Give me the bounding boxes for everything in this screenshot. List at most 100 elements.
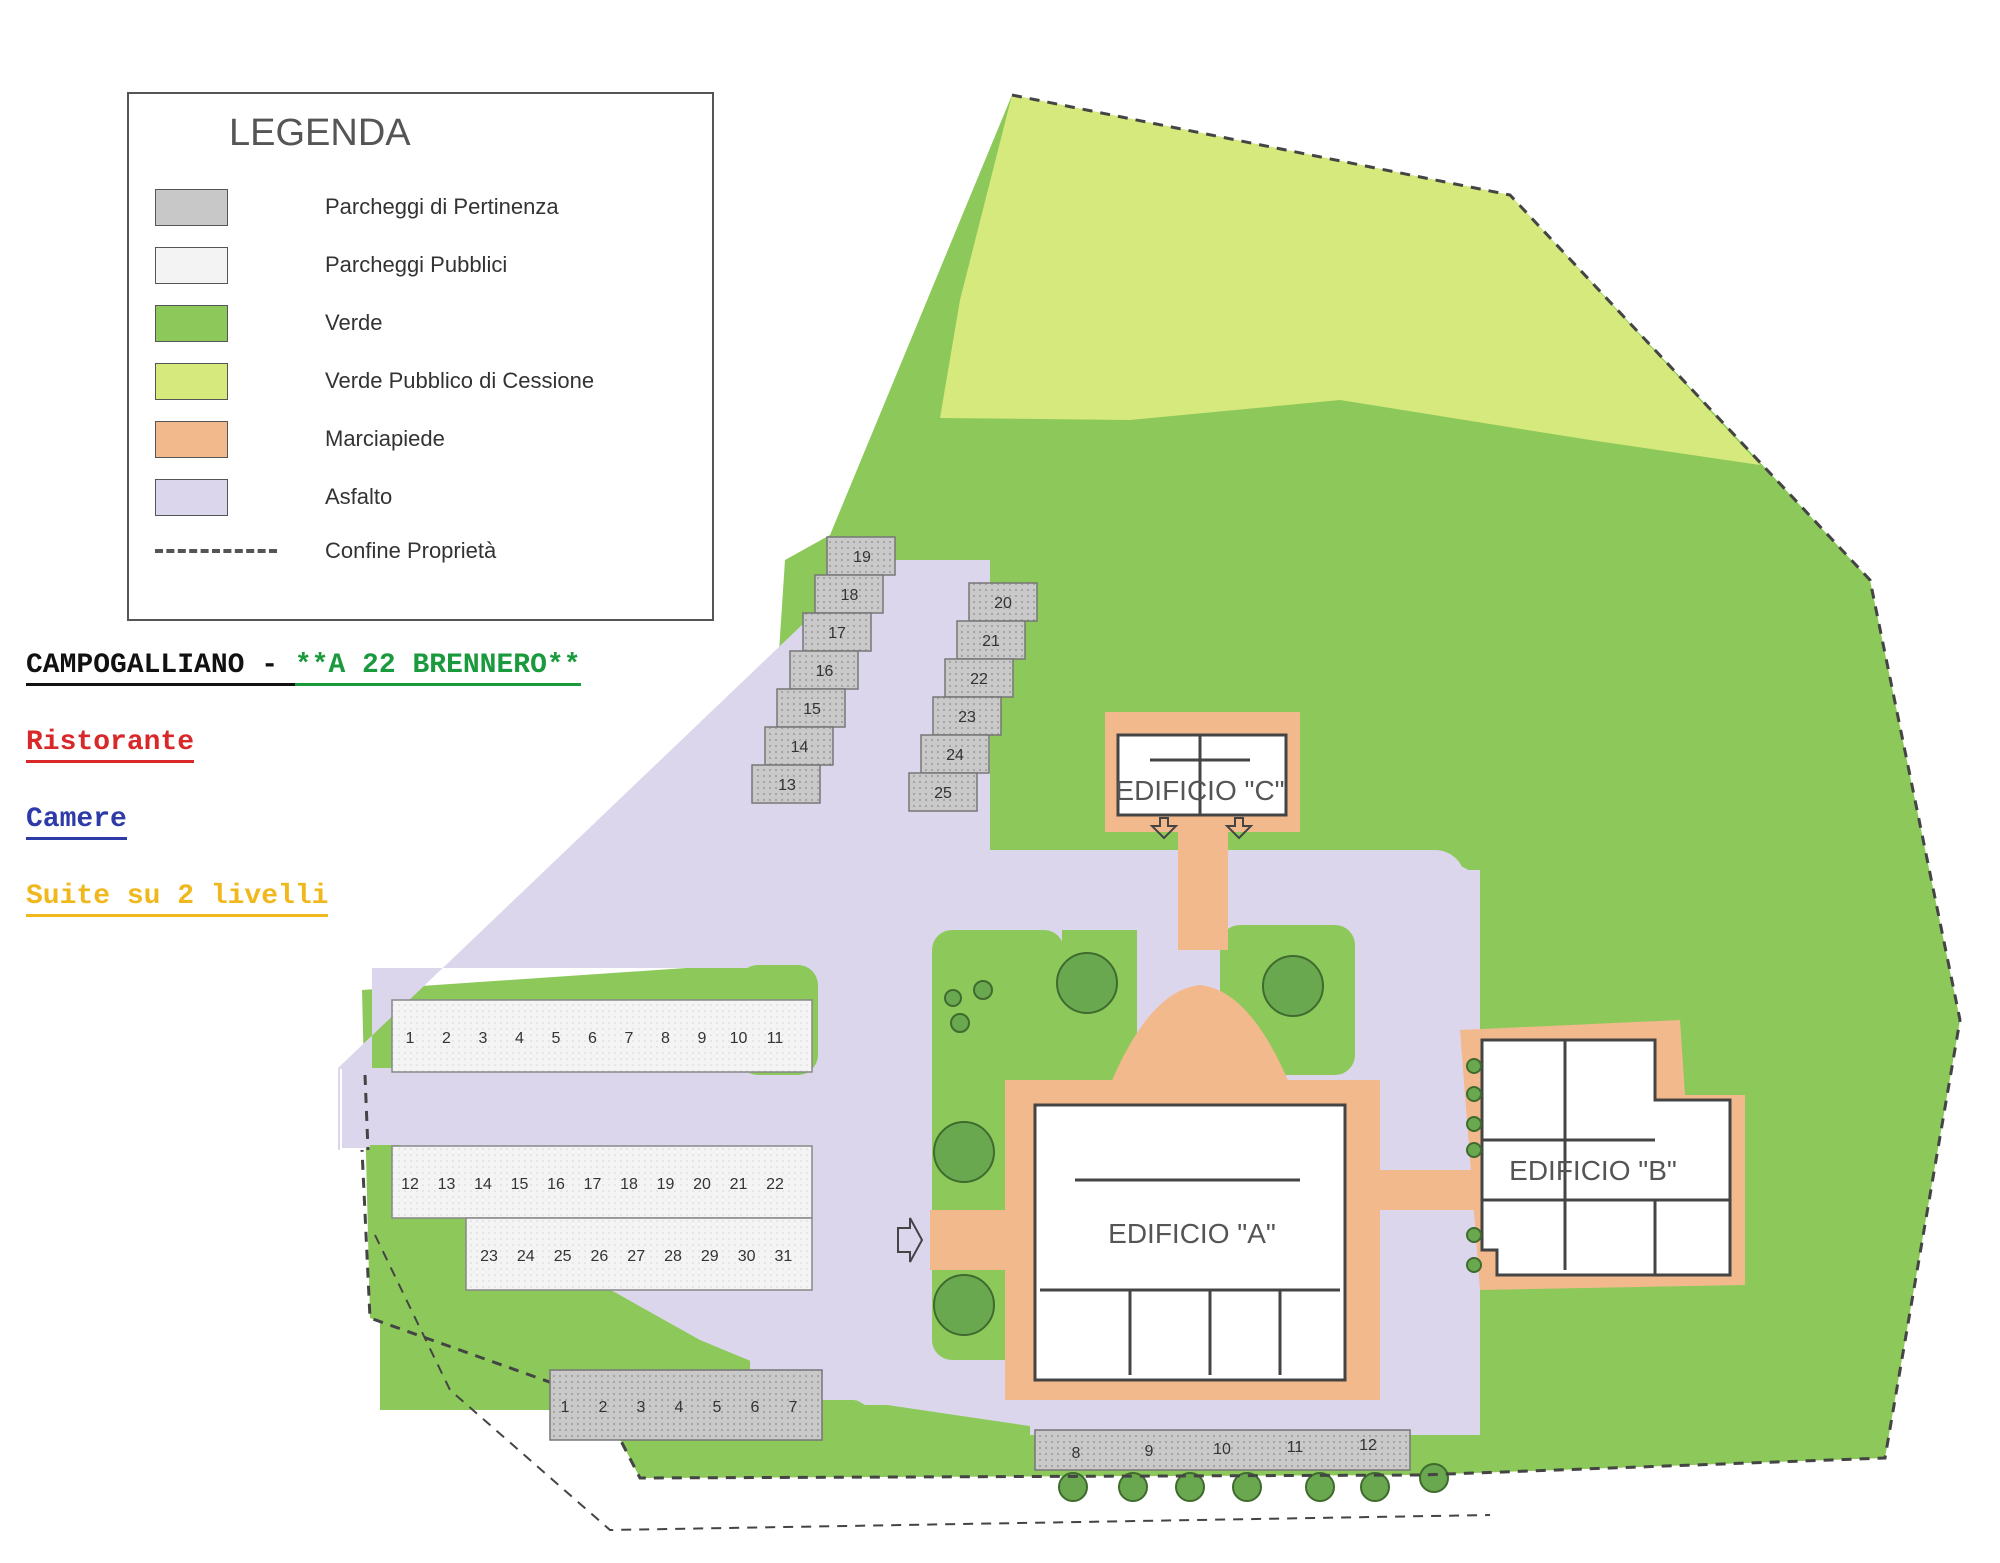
parking-stall-number: 7: [625, 1030, 634, 1047]
property-boundary: [360, 93, 1962, 1480]
parking-stall-number: 25: [554, 1248, 572, 1265]
legend-label: Asfalto: [325, 484, 393, 509]
heading-location: CAMPOGALLIANO - **A 22 BRENNERO**: [26, 650, 581, 686]
parking-stall-number: 22: [970, 671, 988, 688]
parking-stall-number: 19: [853, 549, 871, 566]
parking-north-right: [908, 582, 1038, 812]
parking-stall-number: 27: [627, 1248, 645, 1265]
swatch-asfalto-icon: [155, 478, 228, 516]
parking-stall-number: 29: [701, 1248, 719, 1265]
building-a-label: EDIFICIO "A": [1108, 1218, 1276, 1249]
parking-north-left: [751, 536, 896, 804]
parking-stall-number: 24: [946, 747, 964, 764]
parking-stall-number: 12: [1359, 1437, 1377, 1454]
parking-stall-number: 15: [803, 701, 821, 718]
parking-stall-number: 4: [675, 1399, 684, 1416]
building-c-label: EDIFICIO "C": [1115, 775, 1284, 806]
rooms-text: Camere: [26, 804, 127, 840]
parking-stall-number: 8: [1072, 1445, 1081, 1462]
entrance-arrows: [897, 817, 1254, 1263]
parking-stall-number: 3: [479, 1030, 488, 1047]
legend-label: Verde Pubblico di Cessione: [325, 368, 595, 393]
parking-stall-number: 19: [657, 1176, 675, 1193]
building-footprints: [1033, 733, 1732, 1382]
parking-stall-number: 20: [994, 595, 1012, 612]
legend-item-confine: Confine Proprietà: [155, 531, 496, 571]
parking-stall-number: 5: [713, 1399, 722, 1416]
interior-walls: [1040, 735, 1730, 1375]
parking-stall-number: 28: [664, 1248, 682, 1265]
legend: LEGENDA Parcheggi di Pertinenza Parchegg…: [127, 92, 714, 621]
parking-stall-number: 14: [791, 739, 809, 756]
heading-restaurant: Ristorante: [26, 727, 195, 763]
parking-stall-number: 17: [584, 1176, 602, 1193]
parking-stall-number: 24: [517, 1248, 535, 1265]
legend-label: Parcheggi Pubblici: [325, 252, 508, 277]
parking-stall-number: 15: [511, 1176, 529, 1193]
parking-stall-number: 9: [1145, 1443, 1154, 1460]
legend-item-verde: Verde: [155, 303, 383, 343]
parking-stall-number: 5: [552, 1030, 561, 1047]
parking-stall-number: 23: [480, 1248, 498, 1265]
building-b-label: EDIFICIO "B": [1509, 1155, 1677, 1186]
parking-stall-number: 14: [474, 1176, 492, 1193]
parking-south: [549, 1369, 823, 1441]
parking-stall-number: 22: [766, 1176, 784, 1193]
parking-stall-number: 18: [620, 1176, 638, 1193]
parking-stall-number: 20: [693, 1176, 711, 1193]
parking-stall-number: 13: [438, 1176, 456, 1193]
parking-stall-number: 11: [1287, 1439, 1304, 1456]
parking-stall-number: 4: [515, 1030, 524, 1047]
parking-stall-number: 3: [637, 1399, 646, 1416]
parking-stall-number: 9: [698, 1030, 707, 1047]
parking-stall-number: 10: [730, 1030, 748, 1047]
highway-text: **A 22 BRENNERO**: [294, 650, 581, 686]
parking-stall-number: 2: [442, 1030, 451, 1047]
legend-title: LEGENDA: [229, 112, 411, 154]
parking-stall-number: 8: [661, 1030, 670, 1047]
parking-stall-number: 11: [767, 1030, 784, 1047]
swatch-parcheggi-pertinenza-icon: [155, 188, 228, 226]
parking-stall-number: 30: [738, 1248, 756, 1265]
legend-item-marciapiede: Marciapiede: [155, 419, 445, 459]
parking-stall-number: 17: [828, 625, 846, 642]
suites-text: Suite su 2 livelli: [26, 881, 329, 917]
restaurant-text: Ristorante: [26, 727, 195, 763]
trees: [933, 952, 1482, 1502]
swatch-verde-icon: [155, 304, 228, 342]
legend-item-verde-pubblico: Verde Pubblico di Cessione: [155, 361, 594, 401]
parking-stall-number: 31: [775, 1248, 793, 1265]
parking-stall-number: 26: [591, 1248, 609, 1265]
parking-edge-boundary: [363, 1074, 370, 1151]
parking-stall-number: 1: [561, 1399, 570, 1416]
dashed-line-icon: [155, 549, 277, 553]
parking-stall-number: 10: [1213, 1441, 1231, 1458]
parking-stall-number: 6: [751, 1399, 760, 1416]
parking-stall-number: 23: [958, 709, 976, 726]
swatch-marciapiede-icon: [155, 420, 228, 458]
legend-label: Confine Proprietà: [325, 538, 497, 563]
parking-rows-public: [391, 999, 813, 1291]
parking-stall-number: 16: [547, 1176, 565, 1193]
parking-stall-number: 12: [401, 1176, 419, 1193]
legend-item-parcheggi-pubblici: Parcheggi Pubblici: [155, 245, 507, 285]
parking-stall-number: 6: [588, 1030, 597, 1047]
parking-stall-number: 21: [982, 633, 1000, 650]
legend-label: Marciapiede: [325, 426, 445, 451]
parking-bottom: [1034, 1429, 1411, 1471]
location-text: CAMPOGALLIANO -: [26, 650, 295, 686]
lower-boundary: [374, 1234, 1491, 1532]
heading-suites: Suite su 2 livelli: [26, 881, 329, 917]
legend-label: Verde: [325, 310, 383, 335]
parking-stall-number: 13: [778, 777, 796, 794]
parking-stall-number: 21: [730, 1176, 748, 1193]
parking-stall-number: 7: [789, 1399, 798, 1416]
parking-stall-number: 25: [934, 785, 952, 802]
parking-stall-number: 18: [841, 587, 859, 604]
swatch-parcheggi-pubblici-icon: [155, 246, 228, 284]
legend-item-asfalto: Asfalto: [155, 477, 392, 517]
parking-stall-number: 2: [599, 1399, 608, 1416]
legend-item-parcheggi-pertinenza: Parcheggi di Pertinenza: [155, 187, 559, 227]
